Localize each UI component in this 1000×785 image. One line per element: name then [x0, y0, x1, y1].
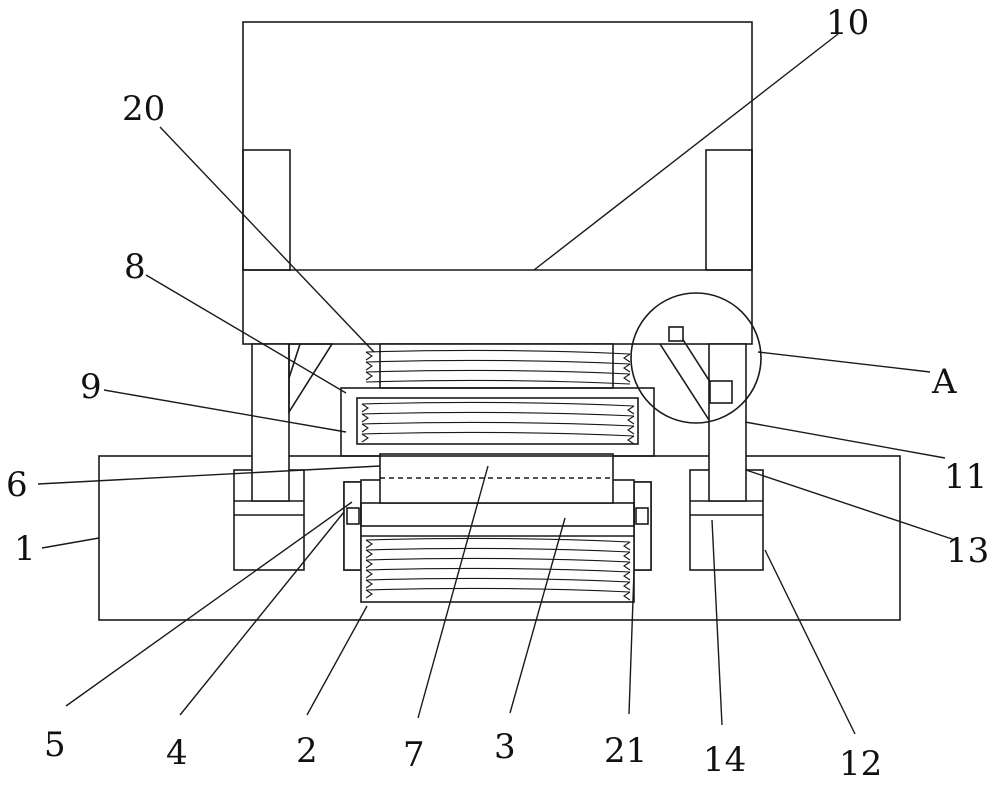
label-12: 12 [839, 744, 882, 784]
label-4: 4 [166, 733, 188, 773]
label-20: 20 [122, 89, 165, 129]
leader-lines [37, 33, 956, 735]
label-A: A [931, 362, 957, 402]
right-leg [708, 343, 747, 502]
label-8: 8 [124, 247, 146, 287]
label-1: 1 [14, 529, 36, 569]
label-6: 6 [6, 465, 28, 505]
label-7: 7 [403, 735, 425, 775]
label-10: 10 [826, 3, 869, 43]
upper-springs [365, 343, 631, 389]
label-3: 3 [494, 727, 516, 767]
left-leg [251, 343, 334, 502]
label-13: 13 [946, 531, 989, 571]
connecting-column [379, 453, 614, 504]
upper-box [340, 387, 655, 457]
label-11: 11 [944, 457, 987, 497]
detail-circle-a [630, 292, 762, 424]
label-5: 5 [44, 725, 66, 765]
label-21: 21 [604, 731, 647, 771]
body [242, 21, 753, 345]
label-9: 9 [80, 367, 102, 407]
label-2: 2 [296, 731, 318, 771]
label-14: 14 [703, 740, 746, 780]
lower-springs [365, 537, 631, 601]
